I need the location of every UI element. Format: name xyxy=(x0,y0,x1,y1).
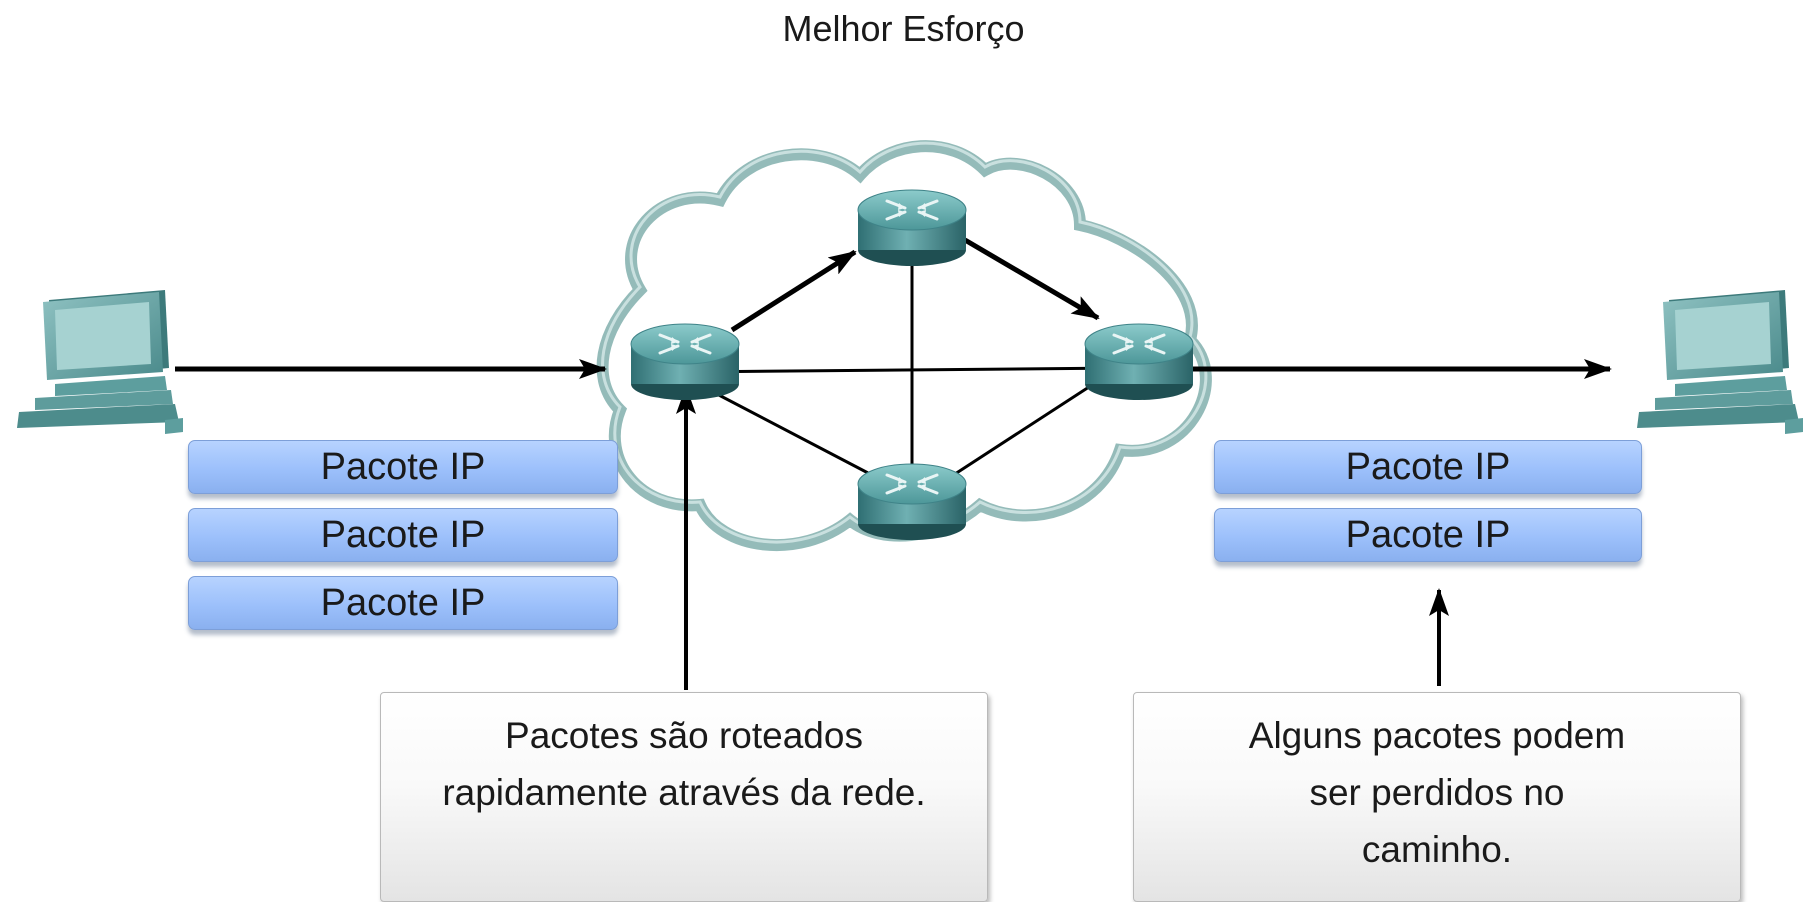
callout-arrows xyxy=(676,386,1449,690)
packet-path-arrows xyxy=(175,237,1612,379)
note-lost-line-1: Alguns pacotes podem xyxy=(1248,715,1626,756)
note-lost-packets: Alguns pacotes podem ser perdidos no cam… xyxy=(1133,692,1741,902)
packet-left-1: Pacote IP xyxy=(188,440,618,494)
packet-right-2: Pacote IP xyxy=(1214,508,1642,562)
diagram-title: Melhor Esforço xyxy=(782,8,1025,49)
packet-left-3: Pacote IP xyxy=(188,576,618,630)
router-icon-right xyxy=(1084,322,1194,402)
note-lost-line-2: ser perdidos no xyxy=(1309,772,1565,813)
note-routing-line-1: Pacotes são roteados xyxy=(505,715,863,756)
note-lost-line-3: caminho. xyxy=(1361,829,1513,870)
note-routing: Pacotes são roteados rapidamente através… xyxy=(380,692,988,902)
source-computer-icon xyxy=(17,290,183,434)
note-routing-line-2: rapidamente através da rede. xyxy=(442,772,926,813)
destination-computer-icon xyxy=(1637,290,1803,434)
router-icon-left xyxy=(630,322,740,402)
router-icon-top xyxy=(857,188,967,268)
router-icon-bottom xyxy=(857,462,967,542)
packet-left-2: Pacote IP xyxy=(188,508,618,562)
packet-right-1: Pacote IP xyxy=(1214,440,1642,494)
router-links xyxy=(684,245,1126,478)
